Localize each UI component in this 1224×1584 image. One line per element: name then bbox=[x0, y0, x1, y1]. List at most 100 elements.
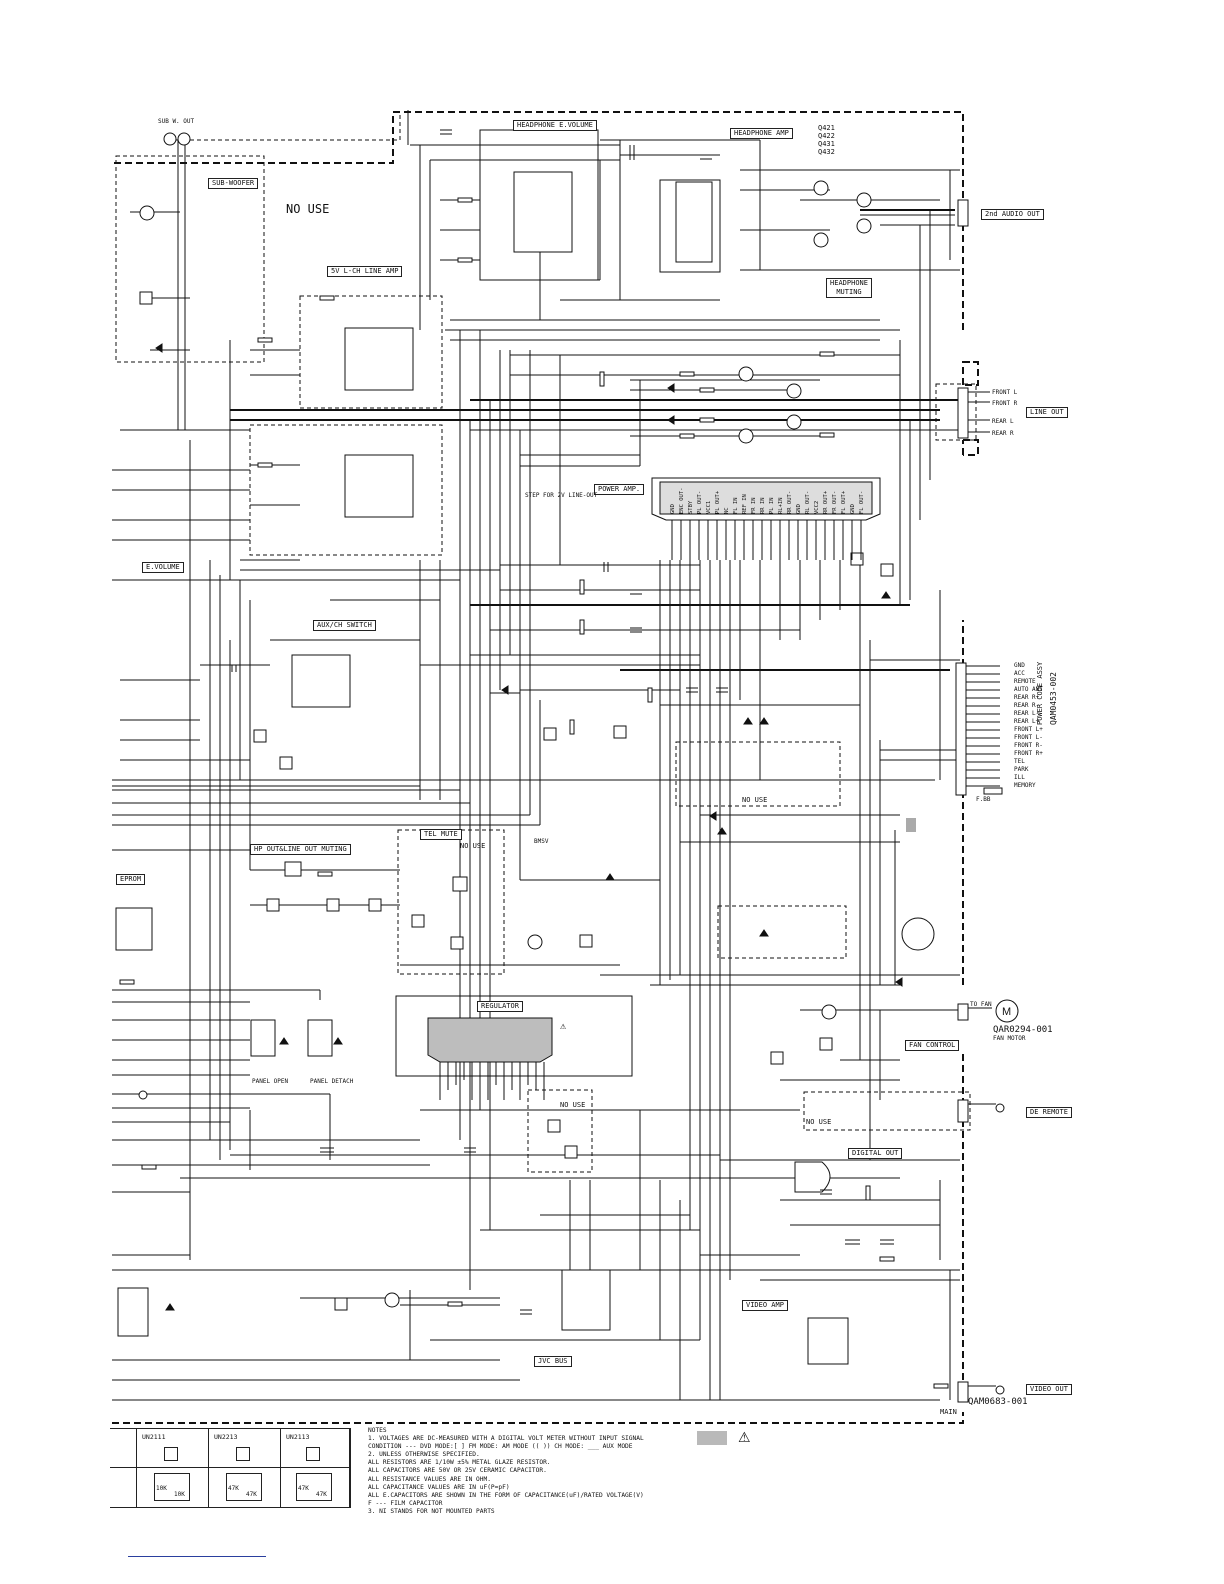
power-pin: REAR R+ bbox=[1014, 694, 1040, 701]
power-amp-pin: RL OUT- bbox=[805, 490, 811, 514]
tr-value: 47K bbox=[246, 1491, 257, 1498]
transistor-equivalent-icon bbox=[296, 1473, 332, 1501]
board-outline-top bbox=[170, 115, 401, 141]
no-use-de-remote: NO USE bbox=[806, 1118, 832, 1126]
power-pin: FRONT R- bbox=[1014, 742, 1043, 749]
de-remote-connector bbox=[957, 1099, 969, 1123]
tr-col-un2213: UN2213 bbox=[208, 1429, 281, 1507]
rear-r-label: REAR R bbox=[992, 430, 1014, 437]
jvc-bus-ic bbox=[561, 1269, 611, 1331]
power-pin: TEL bbox=[1014, 758, 1025, 765]
line-out-label: LINE OUT bbox=[1026, 407, 1068, 418]
power-amp-pin: RR OUT- bbox=[787, 490, 793, 514]
power-amp-pin: GND bbox=[850, 504, 856, 514]
notes-line: ALL CAPACITORS ARE 50V OR 25V CERAMIC CA… bbox=[368, 1467, 547, 1475]
power-pin: GND bbox=[1014, 662, 1025, 669]
line-amp-ic-2 bbox=[344, 454, 414, 518]
notes-line: CONDITION --- DVD MODE:[ ] FM MODE: AM M… bbox=[368, 1443, 633, 1451]
label-sub-woofer: SUB-WOOFER bbox=[208, 178, 259, 189]
tr-header: UN2113 bbox=[286, 1433, 310, 1441]
audio-out-connector bbox=[957, 199, 969, 227]
power-amp-pin: RR OUT+ bbox=[823, 490, 829, 514]
label-headphone-e-volume: HEADPHONE E.VOLUME bbox=[513, 120, 597, 131]
power-amp-pin: GND bbox=[796, 504, 802, 514]
transistor-equivalent-icon bbox=[154, 1473, 190, 1501]
notes-line: ALL RESISTORS ARE 1/10W ±5% METAL GLAZE … bbox=[368, 1459, 551, 1467]
power-pin: ACC bbox=[1014, 670, 1025, 677]
power-pin: ILL bbox=[1014, 774, 1025, 781]
tr-header: UN2213 bbox=[214, 1433, 238, 1441]
tr-col-un2113: UN2113 bbox=[280, 1429, 350, 1507]
footer-rule bbox=[128, 1556, 266, 1557]
jack-video bbox=[995, 1385, 1005, 1395]
power-pin-leads bbox=[966, 391, 1000, 1387]
power-pin: REAR L+ bbox=[1014, 718, 1040, 725]
power-pin: REMOTE bbox=[1014, 678, 1036, 685]
notes-line: ALL E.CAPACITORS ARE SHOWN IN THE FORM O… bbox=[368, 1491, 644, 1499]
digital-out-module bbox=[794, 1161, 831, 1193]
power-amp-pin: STBY bbox=[688, 500, 694, 514]
tr-value: 10K bbox=[174, 1491, 185, 1498]
power-pin-list: GND ACC REMOTE AUTO ANT REAR R+ REAR R- … bbox=[1014, 662, 1043, 790]
label-line-amp: 5V L-CH LINE AMP bbox=[327, 266, 403, 277]
transistor-symbol-icon bbox=[236, 1447, 250, 1461]
headphone-amp-block bbox=[659, 179, 721, 273]
power-amp-pin: REF IN bbox=[742, 494, 748, 514]
resistors bbox=[119, 197, 949, 1389]
label-aux-ch-switch: AUX/CH SWITCH bbox=[313, 620, 376, 631]
power-amp-pin: VCC2 bbox=[814, 500, 820, 514]
jack-dr bbox=[995, 1103, 1005, 1113]
power-amp-pin: FR IN bbox=[751, 497, 757, 514]
second-audio-out-label: 2nd AUDIO OUT bbox=[981, 209, 1044, 220]
diodes bbox=[155, 343, 903, 1311]
no-use-block-1 bbox=[675, 741, 841, 807]
eprom-ic bbox=[115, 907, 153, 951]
label-tel-mute: TEL MUTE bbox=[420, 829, 462, 840]
to-fan-label: TO FAN bbox=[970, 1001, 992, 1008]
transistors bbox=[139, 180, 872, 1308]
line-amp-block-1 bbox=[299, 295, 443, 409]
transistor-table: UN2111 UN2213 UN2113 10K 10K 47K 47K 47K… bbox=[110, 1428, 351, 1508]
notes: NOTES 1. VOLTAGES ARE DC-MEASURED WITH A… bbox=[368, 1427, 708, 1516]
power-amp-ic bbox=[651, 477, 881, 521]
ref-q421: Q421 bbox=[818, 124, 835, 132]
panel-detach-label: PANEL DETACH bbox=[310, 1078, 354, 1085]
video-out-connector bbox=[957, 1381, 969, 1403]
svg-text:M: M bbox=[1002, 1006, 1011, 1018]
sub-w-out-label: SUB W. OUT bbox=[158, 118, 195, 125]
label-e-volume: E.VOLUME bbox=[142, 562, 184, 573]
safety-gray-swatch bbox=[697, 1431, 727, 1445]
power-amp-pin: RR IN bbox=[760, 497, 766, 514]
regulator-warning-icon: ⚠ bbox=[560, 1021, 567, 1032]
power-amp-pin: FL IN bbox=[733, 497, 739, 514]
label-main: MAIN bbox=[940, 1408, 957, 1416]
tel-mute-block bbox=[397, 829, 505, 975]
no-use-block-1-label: NO USE bbox=[742, 796, 768, 804]
line-amp-ic-1 bbox=[344, 327, 414, 391]
gray-marker bbox=[906, 818, 916, 832]
no-use-subwoofer: NO USE bbox=[286, 202, 330, 216]
tr-value: 47K bbox=[228, 1485, 239, 1492]
regulator-ic bbox=[427, 1017, 553, 1063]
notes-line: ALL CAPACITANCE VALUES ARE IN uF(P=pF) bbox=[368, 1483, 510, 1491]
tr-table-divider bbox=[110, 1467, 350, 1468]
hp-evol-ic bbox=[513, 171, 573, 253]
label-video-amp: VIDEO AMP bbox=[742, 1300, 788, 1311]
no-use-block-3-label: NO USE bbox=[560, 1101, 586, 1109]
fan-connector bbox=[957, 1003, 969, 1021]
notes-line: 1. VOLTAGES ARE DC-MEASURED WITH A DIGIT… bbox=[368, 1435, 644, 1443]
fan-motor-symbol bbox=[995, 999, 1019, 1023]
transistor-symbol-icon bbox=[306, 1447, 320, 1461]
power-pin: FRONT L+ bbox=[1014, 726, 1043, 733]
power-amp-pin: VCC1 bbox=[706, 500, 712, 514]
label-headphone-amp: HEADPHONE AMP bbox=[730, 128, 793, 139]
label-hp-out-muting: HP OUT&LINE OUT MUTING bbox=[250, 844, 351, 855]
small-ic-bl bbox=[117, 1287, 149, 1337]
line-out-conn-block bbox=[935, 383, 977, 441]
hp-amp-ic bbox=[675, 181, 713, 263]
label-power-amp: POWER AMP. bbox=[594, 484, 645, 495]
transistor-equivalent-icon bbox=[226, 1473, 262, 1501]
label-eprom: EPROM bbox=[116, 874, 146, 885]
